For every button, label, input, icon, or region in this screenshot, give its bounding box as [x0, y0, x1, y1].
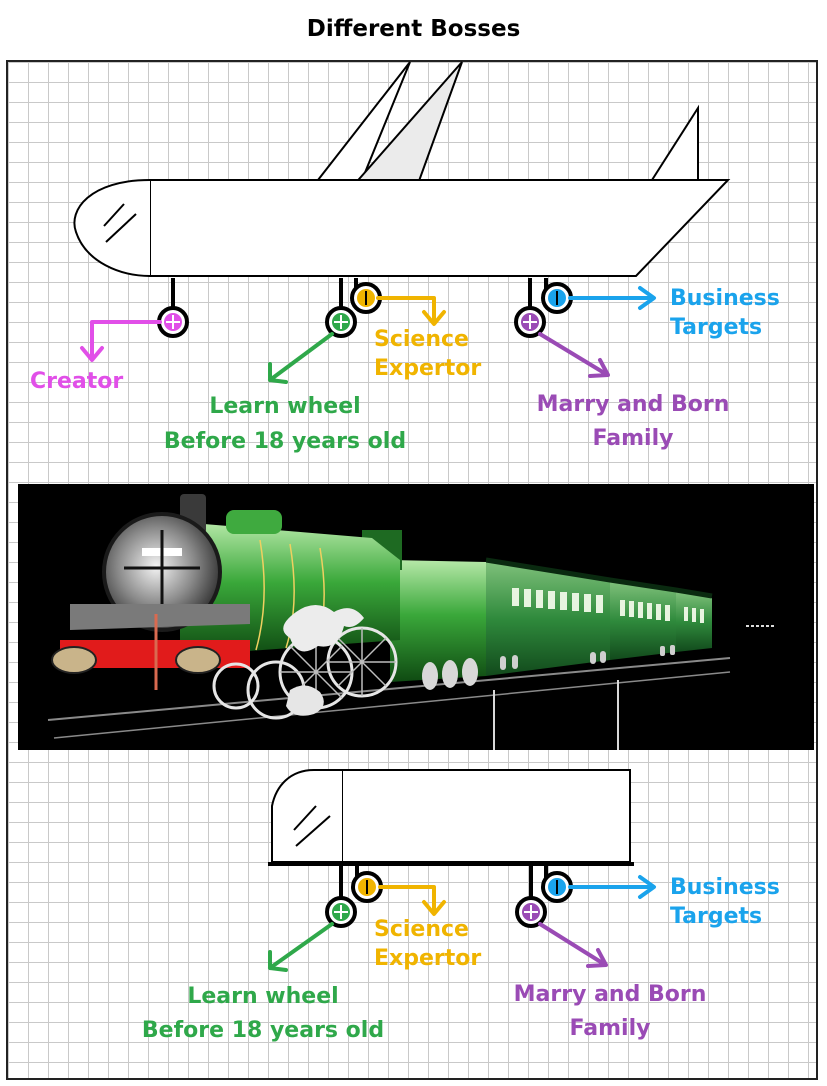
train-image	[18, 484, 814, 750]
science-wheel-icon	[350, 282, 382, 314]
creator-label: Creator	[30, 369, 124, 394]
bottom-business-wheel-icon	[541, 871, 573, 903]
science-label-line1: Science	[374, 327, 469, 352]
science-label-line2: Expertor	[374, 356, 482, 381]
business-label-line1: Business	[670, 286, 780, 311]
page-title: Different Bosses	[306, 16, 521, 42]
creator-arrow-icon	[80, 320, 162, 362]
learn-arrow-icon	[268, 332, 334, 384]
learn-wheel-icon	[325, 306, 357, 338]
business-arrow-icon	[568, 286, 656, 310]
bottom-marry-arrow-icon	[538, 922, 608, 968]
airplane-drawing	[73, 61, 731, 277]
bottom-business-arrow-icon	[568, 875, 656, 899]
bottom-marry-wheel-icon	[515, 896, 547, 928]
truck-drawing	[268, 769, 634, 866]
bottom-science-wheel-icon	[351, 871, 383, 903]
creator-wheel-icon	[157, 306, 189, 338]
learn-label-line1: Learn wheel	[209, 394, 361, 419]
science-arrow-icon	[376, 296, 446, 326]
bottom-science-label-line2: Expertor	[374, 946, 482, 971]
business-wheel-icon	[541, 282, 573, 314]
bottom-science-label-line1: Science	[374, 917, 469, 942]
bottom-marry-label-line2: Family	[569, 1016, 651, 1041]
learn-label-line2: Before 18 years old	[163, 429, 407, 454]
marry-label-line2: Family	[592, 426, 674, 451]
bottom-learn-label-line2: Before 18 years old	[141, 1018, 385, 1043]
marry-label-line1: Marry and Born	[536, 392, 730, 417]
bottom-learn-label-line1: Learn wheel	[187, 984, 339, 1009]
bottom-marry-label-line1: Marry and Born	[513, 982, 707, 1007]
marry-arrow-icon	[538, 332, 610, 378]
bottom-science-arrow-icon	[378, 885, 446, 916]
bottom-learn-wheel-icon	[325, 896, 357, 928]
bottom-learn-arrow-icon	[268, 922, 334, 972]
bottom-business-label-line1: Business	[670, 875, 780, 900]
bottom-business-label-line2: Targets	[670, 904, 763, 929]
marry-wheel-icon	[514, 306, 546, 338]
business-label-line2: Targets	[670, 315, 763, 340]
